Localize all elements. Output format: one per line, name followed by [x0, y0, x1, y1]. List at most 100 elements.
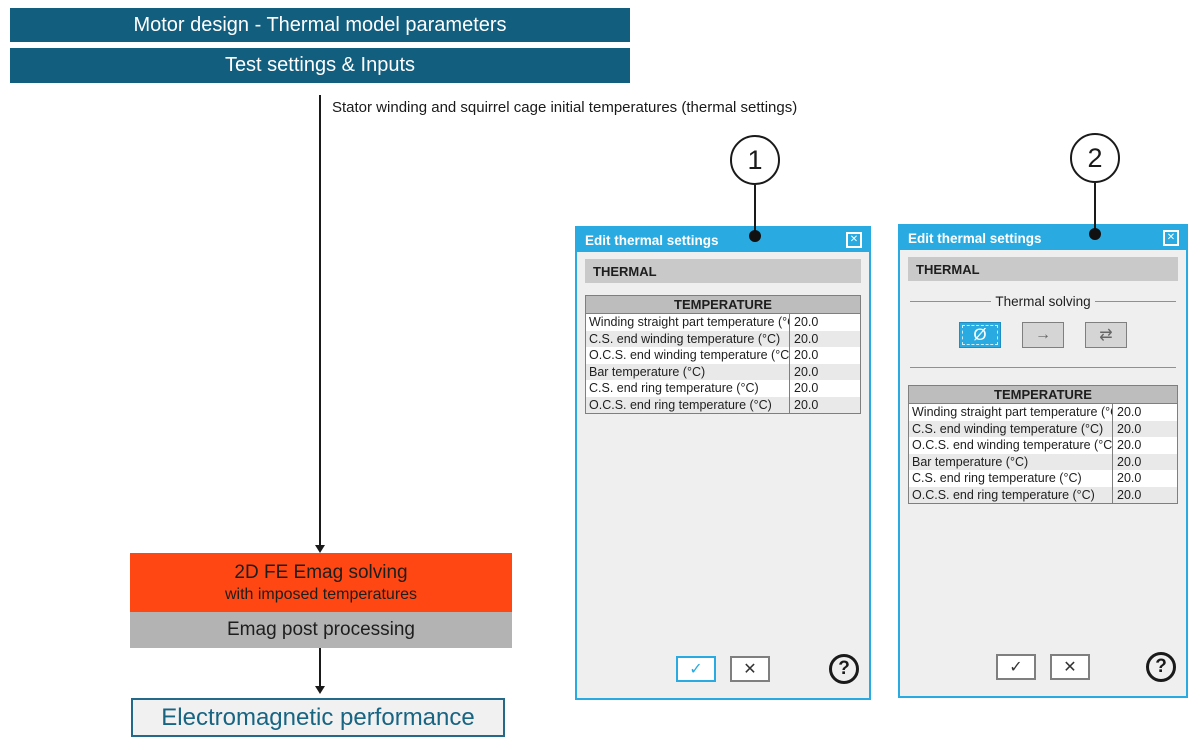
close-button[interactable]: ✕: [1163, 230, 1179, 246]
dialog-1-button-row: ✓ ✕: [577, 656, 869, 682]
legend-rule-left: [910, 301, 992, 302]
help-button[interactable]: ?: [829, 654, 859, 684]
thermal-solving-legend-row: Thermal solving: [910, 294, 1177, 309]
close-icon: ✕: [1166, 232, 1176, 243]
table-row: Bar temperature (°C) 20.0: [586, 363, 860, 380]
table-row: Winding straight part temperature (°C) 2…: [586, 314, 860, 331]
row-value-field[interactable]: 20.0: [794, 381, 819, 396]
emag-post-processing-box: Emag post processing: [130, 612, 512, 648]
electromagnetic-performance-box: Electromagnetic performance: [131, 698, 505, 737]
temperature-table: TEMPERATURE Winding straight part temper…: [908, 385, 1178, 504]
row-label: Bar temperature (°C): [586, 363, 790, 380]
callout-2-number: 2: [1087, 142, 1103, 173]
edit-thermal-settings-dialog-2: Edit thermal settings ✕ THERMAL Thermal …: [898, 224, 1188, 698]
table-row: C.S. end winding temperature (°C) 20.0: [586, 330, 860, 347]
row-label: O.C.S. end winding temperature (°C): [909, 437, 1113, 454]
emag-solving-line2: with imposed temperatures: [224, 586, 418, 603]
emag-solving-box: 2D FE Emag solving with imposed temperat…: [130, 553, 512, 612]
ok-button[interactable]: ✓: [676, 656, 716, 682]
table-row: O.C.S. end ring temperature (°C) 20.0: [909, 486, 1177, 503]
solving-option-none-button[interactable]: Ø: [959, 322, 1001, 348]
row-label: Bar temperature (°C): [909, 453, 1113, 470]
callout-1-stem: [754, 185, 756, 236]
legend-rule-right: [1094, 301, 1177, 302]
right-arrow-icon: →: [1035, 326, 1051, 343]
edit-thermal-settings-dialog-1: Edit thermal settings ✕ THERMAL TEMPERAT…: [575, 226, 871, 700]
flow-arrow-1-head: [315, 545, 325, 553]
temperature-table-header: TEMPERATURE: [909, 386, 1177, 404]
close-button[interactable]: ✕: [846, 232, 862, 248]
emag-solving-line1: 2D FE Emag solving: [234, 562, 408, 583]
bidirectional-arrows-icon: ⇄: [1099, 327, 1113, 344]
check-icon: ✓: [1009, 659, 1023, 676]
table-row: O.C.S. end winding temperature (°C) 20.0: [586, 347, 860, 364]
cancel-button[interactable]: ✕: [1050, 654, 1090, 680]
solving-option-bidirectional-button[interactable]: ⇄: [1085, 322, 1127, 348]
cancel-icon: ✕: [1063, 659, 1077, 676]
thermal-section-label: THERMAL: [593, 263, 657, 279]
table-row: C.S. end ring temperature (°C) 20.0: [909, 470, 1177, 487]
row-label: C.S. end winding temperature (°C): [909, 420, 1113, 437]
callout-2-dot: [1089, 228, 1101, 240]
table-row: C.S. end ring temperature (°C) 20.0: [586, 380, 860, 397]
thermal-section-label: THERMAL: [916, 261, 980, 277]
callout-2-circle: 2: [1070, 133, 1120, 183]
callout-1-circle: 1: [730, 135, 780, 185]
dialog-1-titlebar[interactable]: Edit thermal settings ✕: [577, 228, 869, 252]
no-solving-icon: Ø: [973, 325, 987, 344]
row-value-field[interactable]: 20.0: [1117, 454, 1142, 469]
row-label: Winding straight part temperature (°C): [586, 314, 790, 331]
row-value-field[interactable]: 20.0: [1117, 487, 1142, 502]
row-value-field[interactable]: 20.0: [1117, 421, 1142, 436]
row-value-field[interactable]: 20.0: [794, 397, 819, 412]
row-value-field[interactable]: 20.0: [1117, 471, 1142, 486]
ok-button[interactable]: ✓: [996, 654, 1036, 680]
dialog-2-titlebar[interactable]: Edit thermal settings ✕: [900, 226, 1186, 250]
flow-arrow-2-head: [315, 686, 325, 694]
thermal-section-header: THERMAL: [585, 259, 861, 283]
row-value-field[interactable]: 20.0: [794, 331, 819, 346]
row-label: C.S. end winding temperature (°C): [586, 330, 790, 347]
section-separator: [910, 367, 1176, 368]
question-mark-icon: ?: [838, 658, 850, 679]
dialog-2-title: Edit thermal settings: [908, 230, 1042, 246]
question-mark-icon: ?: [1155, 656, 1167, 677]
emag-post-processing-label: Emag post processing: [227, 619, 415, 640]
banner-test-settings: Test settings & Inputs: [10, 48, 630, 83]
row-value-field[interactable]: 20.0: [1117, 405, 1142, 420]
banner-motor-design: Motor design - Thermal model parameters: [10, 8, 630, 42]
callout-2-stem: [1094, 183, 1096, 234]
banner-motor-design-label: Motor design - Thermal model parameters: [133, 13, 507, 36]
dialog-1-title: Edit thermal settings: [585, 232, 719, 248]
callout-1-dot: [749, 230, 761, 242]
row-label: O.C.S. end ring temperature (°C): [909, 486, 1113, 503]
table-row: O.C.S. end ring temperature (°C) 20.0: [586, 396, 860, 413]
thermal-solving-legend: Thermal solving: [995, 294, 1091, 309]
dialog-2-button-row: ✓ ✕: [900, 654, 1186, 680]
row-label: O.C.S. end ring temperature (°C): [586, 396, 790, 413]
electromagnetic-performance-label: Electromagnetic performance: [161, 703, 475, 731]
row-label: Winding straight part temperature (°C): [909, 404, 1113, 421]
table-row: Winding straight part temperature (°C) 2…: [909, 404, 1177, 421]
callout-1-number: 1: [747, 144, 763, 175]
solving-option-one-directional-button[interactable]: →: [1022, 322, 1064, 348]
row-value-field[interactable]: 20.0: [794, 364, 819, 379]
row-value-field[interactable]: 20.0: [794, 348, 819, 363]
row-value-field[interactable]: 20.0: [794, 315, 819, 330]
temperature-table: TEMPERATURE Winding straight part temper…: [585, 295, 861, 414]
flow-annotation: Stator winding and squirrel cage initial…: [332, 99, 798, 116]
row-label: O.C.S. end winding temperature (°C): [586, 347, 790, 364]
row-value-field[interactable]: 20.0: [1117, 438, 1142, 453]
check-icon: ✓: [689, 661, 703, 678]
thermal-solving-options: Ø → ⇄: [900, 322, 1186, 348]
temperature-table-header: TEMPERATURE: [586, 296, 860, 314]
table-row: C.S. end winding temperature (°C) 20.0: [909, 420, 1177, 437]
help-button[interactable]: ?: [1146, 652, 1176, 682]
thermal-section-header: THERMAL: [908, 257, 1178, 281]
row-label: C.S. end ring temperature (°C): [586, 380, 790, 397]
cancel-button[interactable]: ✕: [730, 656, 770, 682]
flow-arrow-1-line: [319, 95, 321, 546]
table-row: O.C.S. end winding temperature (°C) 20.0: [909, 437, 1177, 454]
row-label: C.S. end ring temperature (°C): [909, 470, 1113, 487]
